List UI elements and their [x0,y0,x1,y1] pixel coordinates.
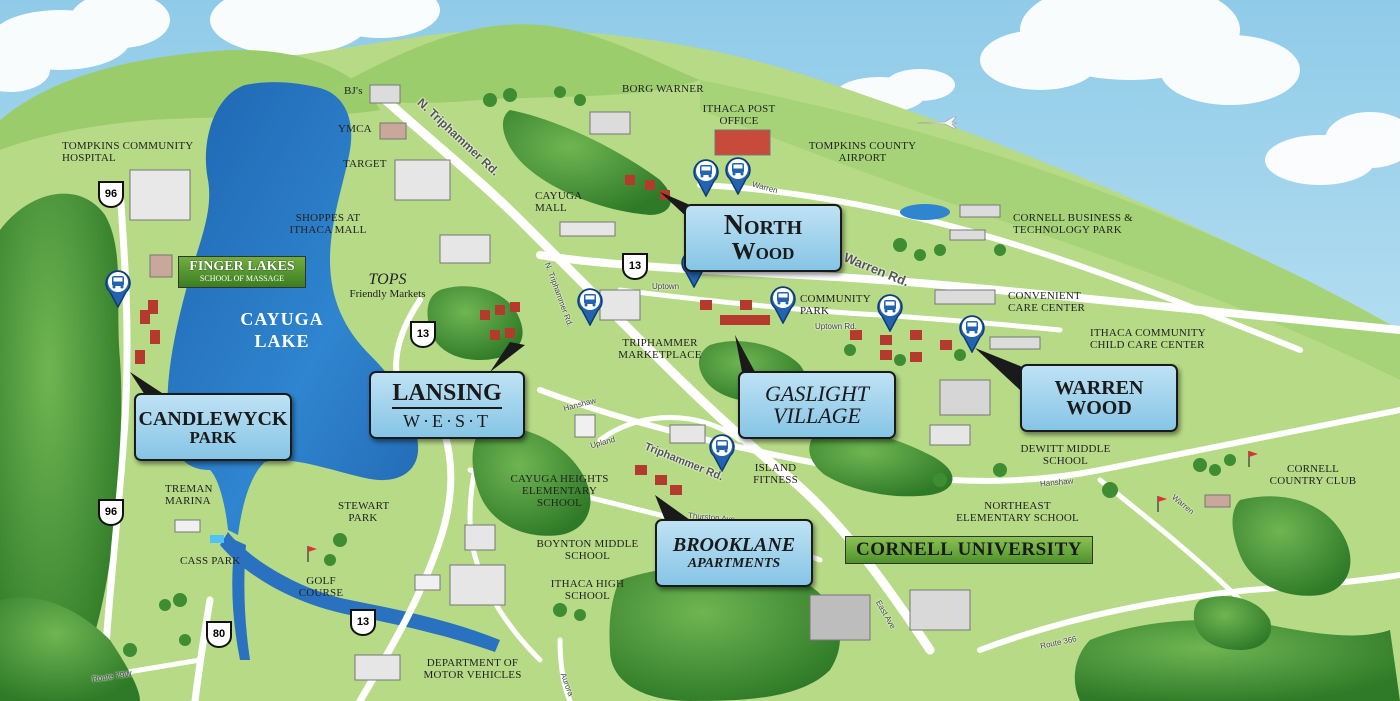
label-tops: Tops Friendly Markets [345,271,430,301]
northwood-line1: North [723,210,803,241]
brooklane-line1: Brooklane [672,534,796,556]
label-post-office: Ithaca Post Office [702,103,776,127]
lansing-west-line2: W·E·S·T [403,410,491,431]
finger-lakes-subtitle: School of Massage [199,274,285,283]
label-cayuga-mall: Cayuga Mall [535,190,582,214]
route-13-shield-north: 13 [622,252,648,281]
hill-left [0,49,380,151]
label-triphammer-marketplace: Triphammer Marketplace [618,337,702,361]
label-target: Target [343,158,387,170]
finger-lakes-title: Finger Lakes [189,259,295,274]
label-country-club: Cornell Country Club [1269,463,1357,487]
lake-label: Cayuga Lake [222,308,342,352]
candlewyck-line1: Candlewyck [138,407,288,430]
golf-flag-icon [1246,450,1260,468]
candlewyck-callout[interactable]: Candlewyck Park [134,393,292,461]
candlewyck-line2: Park [189,427,237,447]
buildings [129,84,1231,681]
label-hospital: Tompkins Community Hospital [62,140,194,164]
svg-text:96: 96 [105,506,117,518]
label-ymca: YMCA [338,123,372,135]
gaslight-village-callout[interactable]: Gaslight Village [738,371,896,439]
label-airport: Tompkins County Airport [808,140,917,164]
svg-text:80: 80 [213,628,225,640]
route-13-shield-mid: 13 [410,320,436,349]
svg-text:13: 13 [629,260,641,272]
bus-stop-icon[interactable] [876,292,904,333]
tree-clusters [0,110,1400,701]
label-cayuga-heights: Cayuga Heights Elementary School [510,473,609,509]
clouds [0,0,1400,185]
finger-lakes-banner[interactable]: Finger Lakes School of Massage [178,256,306,288]
road-uptown-rd: Uptown Rd. [815,322,857,331]
northwood-callout[interactable]: North Wood [684,204,842,272]
label-island-fitness: Island Fitness [753,462,798,486]
label-dmv: Department of Motor Vehicles [423,657,522,681]
warrenwood-line1: Warren [1054,377,1144,399]
label-child-care: Ithaca Community Child Care Center [1090,327,1206,351]
route-80-shield: 80 [206,620,232,649]
pool [210,535,224,543]
route-96-shield-bottom: 96 [98,498,124,527]
bus-stop-icon[interactable] [724,155,752,196]
brooklane-line2: Apartments [687,556,781,571]
northwood-line2: Wood [731,239,795,265]
airplane-icon [915,115,959,129]
inlet [220,532,500,652]
hill-right [700,80,1400,380]
lansing-west-callout[interactable]: Lansing W·E·S·T [369,371,525,439]
label-stewart-park: Stewart Park [338,500,390,524]
svg-text:13: 13 [357,616,369,628]
bus-stop-icon[interactable] [692,157,720,198]
airport-pond [900,204,950,220]
bus-stop-icon[interactable] [708,432,736,473]
golf-flag-icon [1155,495,1169,513]
label-borg-warner: Borg Warner [622,83,704,95]
label-northeast-school: Northeast Elementary School [956,500,1079,524]
gaslight-line1: Gaslight [765,381,869,406]
road-uptown: Uptown [652,282,680,291]
gaslight-line2: Village [773,403,861,428]
tops-name: Tops [368,271,407,288]
label-golf-course: Golf Course [298,575,344,599]
cornell-banner[interactable]: Cornell University [845,536,1093,564]
label-treman-marina: Treman Marina [165,483,213,507]
label-convenient-care: Convenient Care Center [1008,290,1086,314]
lake-label-line1: Cayuga [240,309,324,329]
route-96-number: 96 [105,188,117,200]
inlet-lower [232,540,250,660]
label-dewitt: Dewitt Middle School [1020,443,1111,467]
label-bjs: BJ's [344,85,363,97]
label-boynton: Boynton Middle School [536,538,639,562]
route-96-shield-top: 96 [98,180,124,209]
label-ithaca-high: Ithaca High School [550,578,625,602]
bus-stop-icon[interactable] [958,313,986,354]
warrenwood-line2: Wood [1066,397,1132,419]
lansing-west-line1: Lansing [392,381,502,409]
label-shoppes: Shoppes at Ithaca Mall [289,212,367,236]
label-community-park: Community Park [800,293,871,317]
cornell-title: Cornell University [856,539,1082,560]
hill-center [330,24,700,103]
tops-sub: Friendly Markets [349,288,426,300]
warren-wood-callout[interactable]: Warren Wood [1020,364,1178,432]
svg-text:13: 13 [417,328,429,340]
bus-stop-icon[interactable] [769,284,797,325]
bus-stop-icon[interactable] [576,286,604,327]
golf-flag-icon [305,545,319,563]
lake-label-line2: Lake [254,331,310,351]
label-business-park: Cornell Business & Technology Park [1013,212,1133,236]
route-13-shield-south: 13 [350,608,376,637]
brooklane-callout[interactable]: Brooklane Apartments [655,519,813,587]
label-cass-park: Cass Park [180,555,241,567]
bus-stop-icon[interactable] [104,268,132,309]
